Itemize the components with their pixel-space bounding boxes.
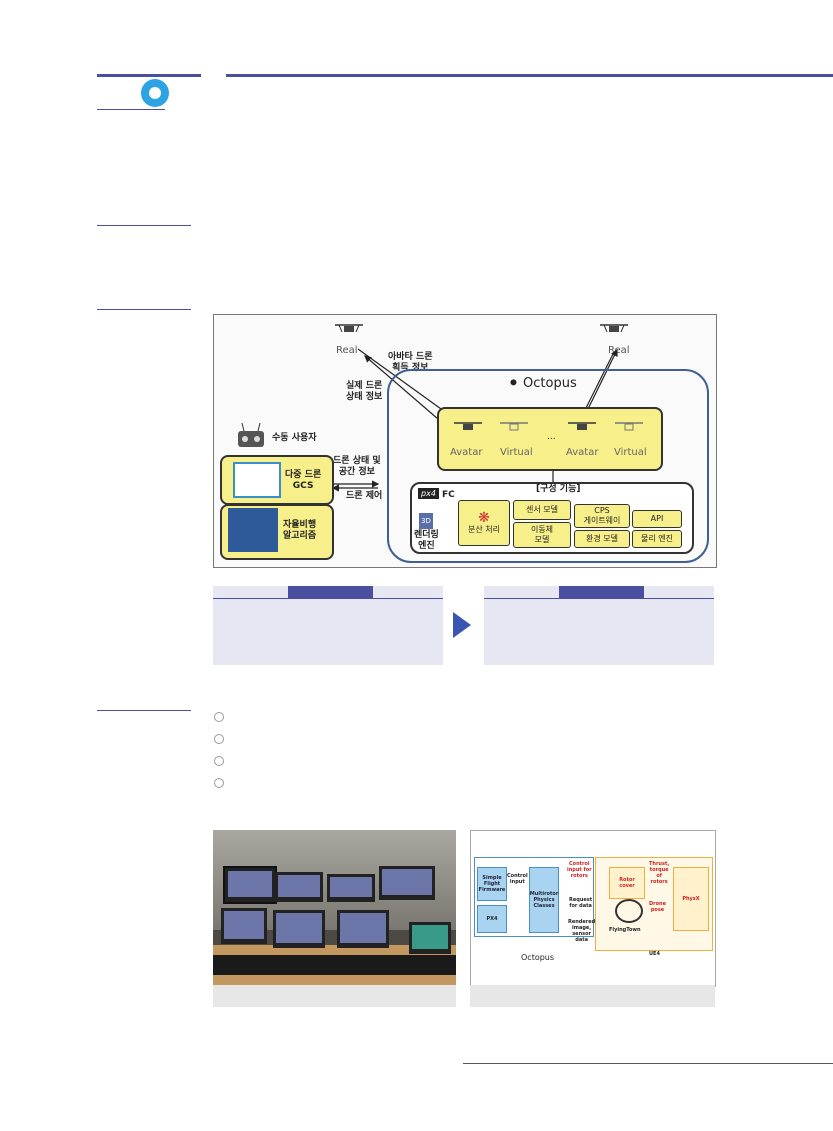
control-rotors-label: Control input for rotors: [567, 861, 592, 879]
ue4-caption: UE4: [649, 951, 660, 957]
summary-box-right-tab: [559, 586, 644, 598]
summary-box-left: [213, 586, 443, 665]
quadrotor-icon: [615, 899, 643, 923]
gcs-label: 다중 드론 GCS: [285, 470, 322, 491]
autonomy-label: 자율비행 알고리즘: [283, 520, 317, 541]
summary-box-left-tab: [288, 586, 373, 598]
virtual-drone-2-icon: [615, 422, 643, 431]
vehicle-model-chip: 이동체 모델: [513, 522, 571, 548]
avatar-info-label: 아바타 드론 획득 정보: [388, 352, 433, 373]
octopus-icon: ⚫: [508, 376, 519, 391]
summary-box-right: [484, 586, 714, 665]
virtual-2-label: Virtual: [614, 447, 647, 458]
laptop-2: [273, 910, 325, 948]
real-drone-right-icon: [600, 324, 628, 333]
virtual-1-label: Virtual: [500, 447, 533, 458]
simple-flight-box: Simple Flight Firmware: [477, 867, 507, 901]
octopus-diagram: Simple Flight Firmware PX4 Control input…: [470, 830, 716, 987]
avatar-drone-2-icon: [568, 422, 596, 430]
monitor-icon: [233, 462, 281, 498]
render-engine-label: 렌더링 엔진: [414, 530, 439, 551]
avatar-virtual-box: [437, 407, 663, 471]
ellipsis-label: ...: [547, 432, 556, 442]
octopus-region: [474, 857, 594, 937]
monitor-2: [275, 872, 323, 902]
bullet-icon-3: [214, 756, 224, 766]
gear-icon: [141, 79, 169, 107]
sensor-model-chip: 센서 모델: [513, 500, 571, 520]
header-right-rule: [226, 74, 833, 77]
avatar-2-label: Avatar: [566, 447, 599, 458]
header-left-rule: [97, 74, 201, 77]
remote-controller-icon: [238, 423, 264, 447]
distributed-chip: ❋ 분산 처리: [458, 500, 510, 546]
photo-caption-bar: [213, 985, 456, 1007]
octopus-title: ⚫ Octopus: [508, 376, 577, 391]
render-3d-icon: 3D: [419, 513, 433, 529]
monitor-1: [223, 866, 277, 904]
real-left-label: Real: [336, 345, 358, 356]
octopus-caption: Octopus: [521, 953, 555, 962]
physx-box: PhysX: [673, 867, 709, 931]
section-rule-2: [97, 225, 191, 226]
rendered-label: Rendered image, sensor data: [568, 919, 596, 943]
monitor-3: [327, 874, 375, 902]
octopus-title-text: Octopus: [523, 376, 577, 391]
laptop-1: [221, 908, 267, 944]
px4-box: PX4: [477, 905, 507, 933]
monitor-4: [379, 866, 435, 900]
summary-box-right-rule: [484, 598, 714, 599]
laptop-3: [337, 910, 389, 948]
diagram-caption-bar: [470, 985, 715, 1007]
px4-logo: px4: [418, 488, 439, 499]
bullet-icon-1: [214, 712, 224, 722]
cps-gateway-chip: CPS 게이트웨이: [574, 504, 630, 528]
multirotor-box: Multirotor Physics Classes: [529, 867, 559, 933]
bullet-icon-4: [214, 778, 224, 788]
drone-pose-label: Drone pose: [649, 901, 667, 913]
physics-engine-chip: 물리 엔진: [632, 530, 682, 548]
ai-head-icon: [228, 508, 278, 552]
rotor-cover-box: Rotor cover: [609, 867, 645, 899]
octopus-container: [387, 369, 709, 563]
control-input-label: Control input: [507, 873, 528, 885]
summary-box-left-rule: [213, 598, 443, 599]
request-label: Request for data: [569, 897, 593, 909]
real-right-label: Real: [608, 345, 630, 356]
bullet-icon-2: [214, 734, 224, 744]
flyingtown-label: FlyingTown: [609, 927, 641, 933]
state-space-label: 드론 상태 및 공간 정보: [333, 456, 381, 477]
avatar-1-label: Avatar: [450, 447, 483, 458]
real-drone-left-icon: [335, 324, 363, 333]
keyboard-row: [213, 955, 456, 975]
thrust-label: Thrust, torque of rotors: [649, 861, 670, 885]
virtual-drone-1-icon: [500, 422, 528, 431]
laptop-4: [409, 922, 451, 954]
distributed-label: 분산 처리: [468, 525, 500, 534]
drone-control-label: 드론 제어: [346, 491, 383, 501]
footer-rule: [463, 1063, 833, 1064]
play-arrow-icon: [453, 612, 471, 638]
avatar-drone-1-icon: [454, 422, 482, 430]
api-chip: API: [632, 510, 682, 528]
env-model-chip: 환경 모델: [574, 530, 630, 548]
testbed-photo: [213, 830, 456, 985]
section-rule-4: [97, 710, 191, 711]
section-rule-3: [97, 309, 191, 310]
config-label: [구성 기능]: [536, 484, 581, 494]
px4-fc-label: FC: [442, 490, 455, 500]
network-icon: ❋: [478, 510, 490, 526]
manual-user-label: 수동 사용자: [272, 433, 317, 443]
section-rule-1: [97, 109, 165, 110]
real-state-label: 실제 드론 상태 정보: [346, 381, 383, 402]
